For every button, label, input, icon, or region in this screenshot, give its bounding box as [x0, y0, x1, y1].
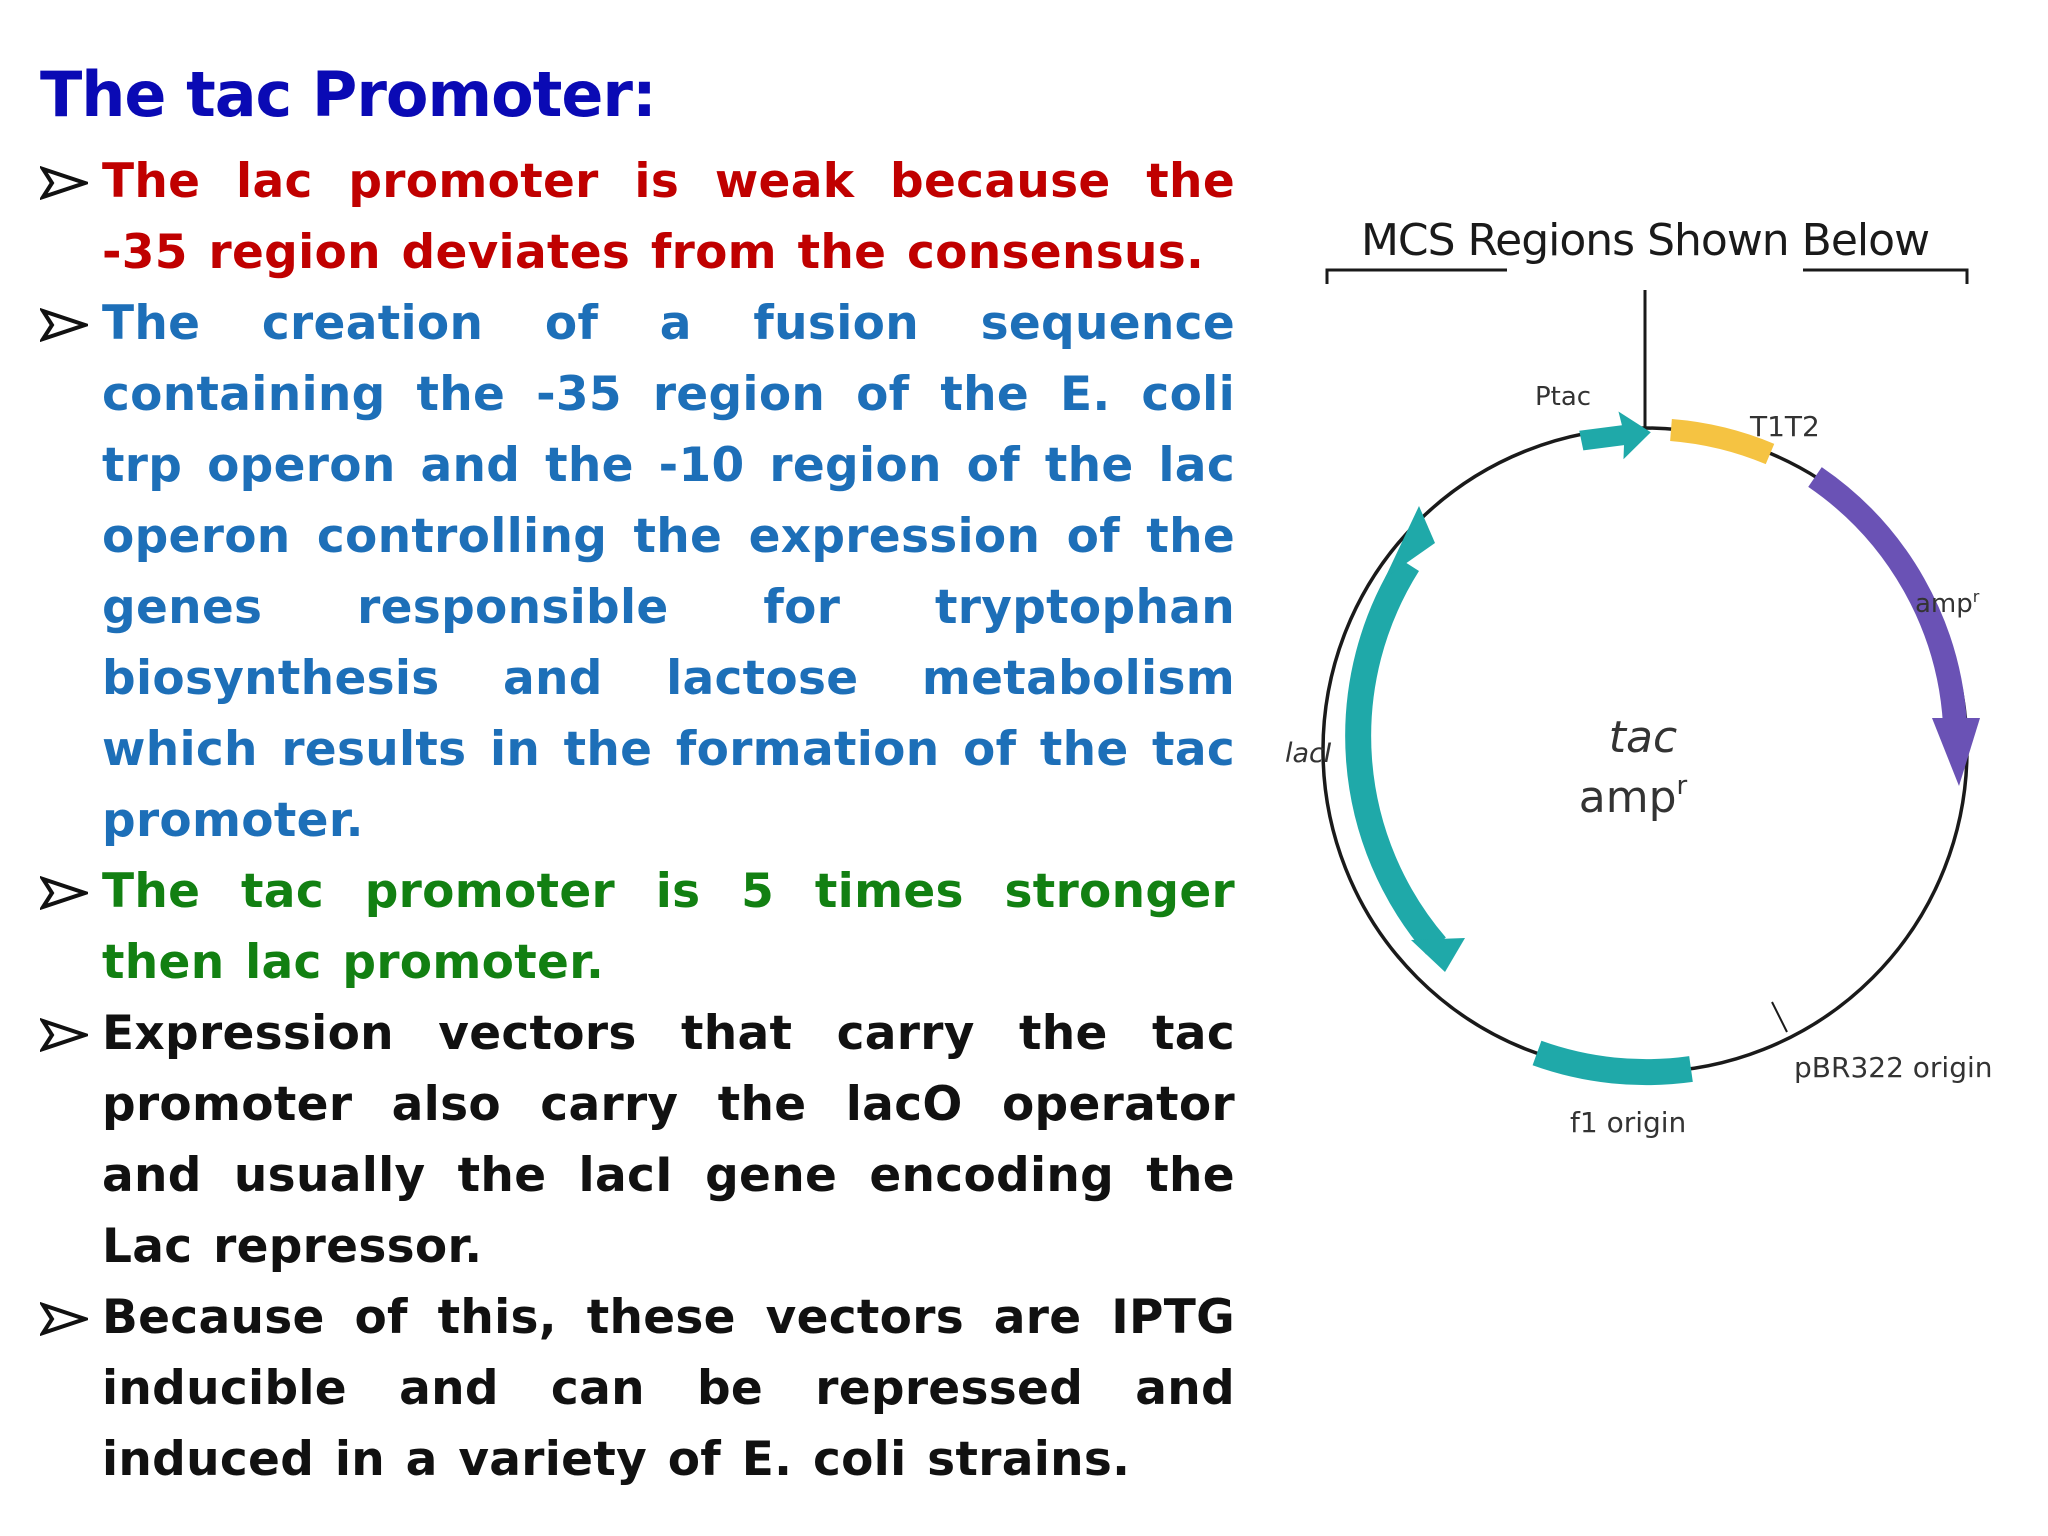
bullet-item: The creation of a fusion sequence contai…	[40, 288, 1235, 856]
bullet-item: Expression vectors that carry the tac pr…	[40, 998, 1235, 1282]
mcs-bracket	[1325, 268, 1969, 284]
laci-segment	[1345, 557, 1446, 955]
ampr-label-text: amp	[1915, 589, 1973, 619]
plasmid-map-svg: MCS Regions Shown Below Ptac T1T2 ampr l…	[1285, 215, 1993, 1139]
arrowhead-bullet-icon	[40, 308, 88, 342]
bullet-item: The tac promoter is 5 times stronger the…	[40, 856, 1235, 998]
laci-arrowhead-top	[1385, 506, 1435, 578]
ampr-label: ampr	[1915, 587, 1980, 619]
arrowhead-bullet-icon	[40, 166, 88, 200]
pbr322-origin-label: pBR322 origin	[1794, 1051, 1993, 1084]
t1t2-segment	[1669, 419, 1775, 465]
pbr322-origin-tick	[1771, 1001, 1788, 1033]
bullet-text: Expression vectors that carry the tac pr…	[102, 1006, 1235, 1274]
center-label-superscript: r	[1677, 771, 1688, 801]
bullet-list: The lac promoter is weak because the -35…	[40, 146, 1235, 1495]
center-label-amp-text: amp	[1579, 772, 1677, 823]
arrowhead-bullet-icon	[40, 876, 88, 910]
f1-origin-segment	[1532, 1040, 1693, 1086]
laci-arrowhead-bottom	[1411, 938, 1465, 972]
ptac-arrow	[1579, 411, 1651, 460]
bullet-item: Because of this, these vectors are IPTG …	[40, 1282, 1235, 1495]
center-label-tac: tac	[1609, 712, 1677, 763]
plasmid-map: MCS Regions Shown Below Ptac T1T2 ampr l…	[1235, 200, 2025, 1160]
bullet-text: The lac promoter is weak because the -35…	[102, 154, 1235, 280]
arrowhead-bullet-icon	[40, 1302, 88, 1336]
bullet-text: The tac promoter is 5 times stronger the…	[102, 864, 1235, 990]
bullet-item: The lac promoter is weak because the -35…	[40, 146, 1235, 288]
ampr-label-superscript: r	[1973, 587, 1980, 606]
center-label-ampr: ampr	[1579, 771, 1688, 823]
t1t2-label: T1T2	[1749, 410, 1820, 443]
f1-origin-label: f1 origin	[1570, 1106, 1686, 1139]
ampr-segment	[1808, 467, 1967, 725]
arrowhead-bullet-icon	[40, 1018, 88, 1052]
ptac-label: Ptac	[1535, 382, 1591, 412]
bullet-text: Because of this, these vectors are IPTG …	[102, 1290, 1235, 1487]
laci-label: lacI	[1285, 738, 1332, 769]
ampr-arrowhead	[1932, 718, 1980, 786]
mcs-regions-label: MCS Regions Shown Below	[1361, 215, 1929, 266]
bullet-text: The creation of a fusion sequence contai…	[102, 296, 1235, 848]
slide-title: The tac Promoter:	[40, 58, 657, 131]
